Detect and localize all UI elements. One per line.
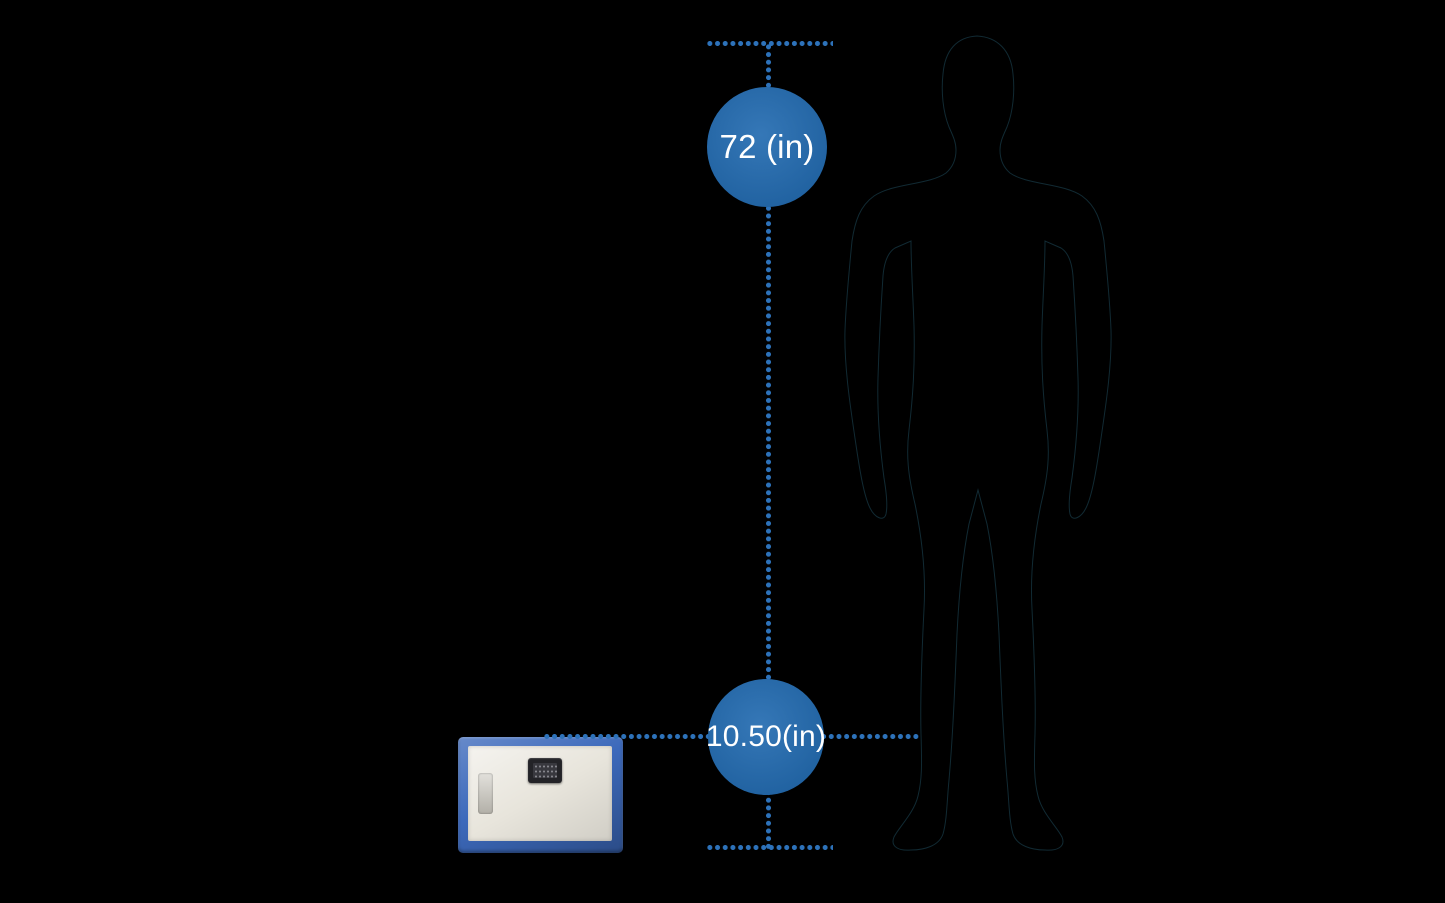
product-locker-image — [458, 737, 623, 853]
product-height-label: 10.50(in) — [705, 720, 827, 753]
locker-handle — [478, 773, 493, 814]
person-height-dimension-line — [765, 43, 772, 849]
person-silhouette-icon — [844, 35, 1112, 851]
locker-keypad — [528, 758, 562, 783]
keypad-buttons — [533, 763, 557, 778]
person-height-label: 72 (in) — [719, 128, 815, 165]
person-height-badge: 72 (in) — [707, 87, 827, 207]
product-height-badge: 10.50(in) — [705, 679, 827, 795]
locker-door — [468, 746, 612, 841]
